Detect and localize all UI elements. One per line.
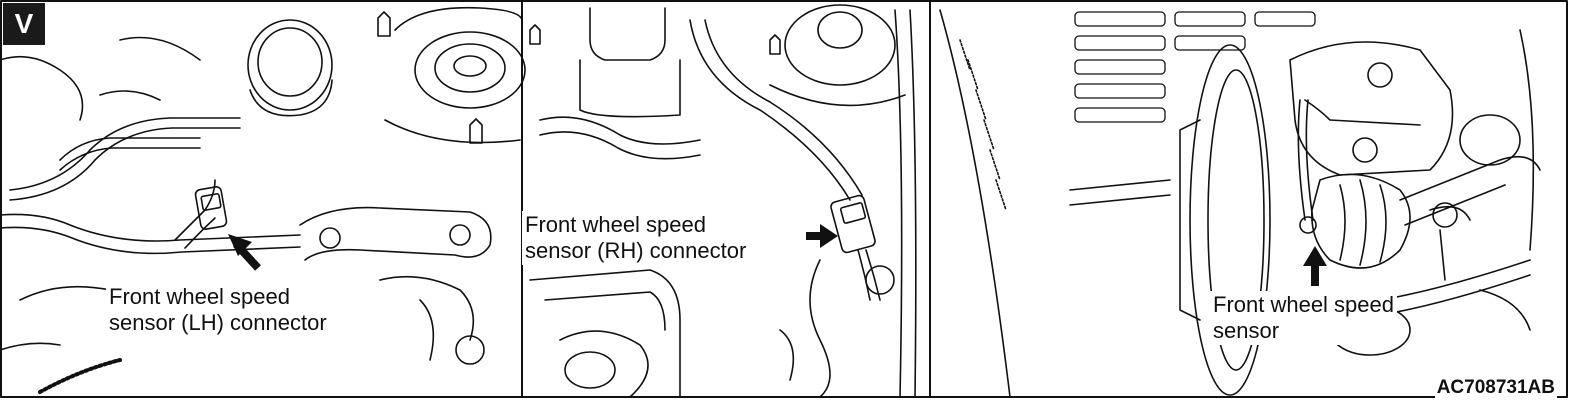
panel-lh-drawing xyxy=(0,6,526,394)
callout-rh-line2: sensor (RH) connector xyxy=(525,238,747,263)
callout-lh-connector: Front wheel speed sensor (LH) connector xyxy=(106,283,330,337)
panel-rh-drawing xyxy=(529,4,917,398)
callout-sensor-line1: Front wheel speed xyxy=(1213,292,1394,317)
figure-id-label: AC708731AB xyxy=(1434,377,1557,399)
callout-lh-line2: sensor (LH) connector xyxy=(109,310,327,335)
callout-speed-sensor: Front wheel speed sensor xyxy=(1210,291,1397,345)
panel-letter-badge: V xyxy=(3,3,45,45)
arrow-lh-connector xyxy=(228,234,261,271)
callout-rh-line1: Front wheel speed xyxy=(525,212,706,237)
callout-rh-connector: Front wheel speed sensor (RH) connector xyxy=(522,211,750,265)
arrow-rh-connector xyxy=(806,224,838,248)
callout-lh-line1: Front wheel speed xyxy=(109,284,290,309)
callout-sensor-line2: sensor xyxy=(1213,318,1280,343)
arrow-speed-sensor xyxy=(1303,246,1327,286)
